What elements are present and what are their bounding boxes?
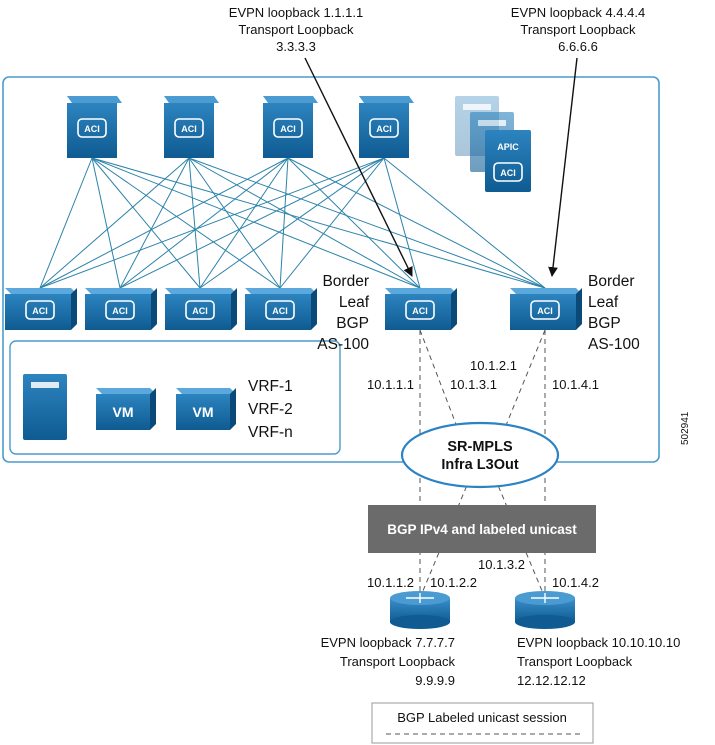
fabric-link <box>287 157 421 289</box>
fabric-link <box>39 157 93 289</box>
fabric-link <box>188 157 281 289</box>
svg-text:Transport Loopback: Transport Loopback <box>238 22 354 37</box>
sr-mpls-infra-l3out: SR-MPLS Infra L3Out <box>400 421 560 489</box>
vm-icon: VM <box>96 388 156 430</box>
fabric-link <box>91 157 421 289</box>
pointer-arrow <box>548 57 578 277</box>
svg-text:SR-MPLS: SR-MPLS <box>447 439 513 455</box>
border-leaf-switch <box>510 288 582 330</box>
legend-label: BGP Labeled unicast session <box>397 710 567 725</box>
link-ip-label: 10.1.2.2 <box>430 575 477 590</box>
fabric-link <box>91 157 201 289</box>
fabric-link <box>39 157 190 289</box>
link-ip-label: 10.1.1.1 <box>367 377 414 392</box>
fabric-link <box>199 157 289 289</box>
fabric-link <box>39 157 289 289</box>
vrf-label: VRF-1 <box>248 378 293 395</box>
svg-text:9.9.9.9: 9.9.9.9 <box>415 673 455 688</box>
fabric-link <box>279 157 289 289</box>
vm-icon: VM <box>176 388 236 430</box>
link-ip-label: 10.1.4.2 <box>552 575 599 590</box>
svg-text:12.12.12.12: 12.12.12.12 <box>517 673 586 688</box>
vm-label: VM <box>193 404 214 420</box>
legend-box: BGP Labeled unicast session <box>371 702 594 744</box>
apic-label: APIC <box>497 142 519 152</box>
link-ip-label: 10.1.3.2 <box>478 557 525 572</box>
vrf-label: VRF-n <box>248 424 293 441</box>
svg-text:EVPN loopback 7.7.7.7: EVPN loopback 7.7.7.7 <box>321 635 455 650</box>
border-leaf-right-label: Border Leaf BGP AS-100 <box>588 273 640 353</box>
right-loopback-annotation: EVPN loopback 4.4.4.4 Transport Loopback… <box>511 5 645 54</box>
external-router-icon <box>515 591 575 629</box>
fabric-link <box>119 157 385 289</box>
fabric-link <box>188 157 421 289</box>
fabric-link <box>279 157 385 289</box>
border-leaf-left-label: Border Leaf BGP AS-100 <box>317 273 369 353</box>
svg-text:EVPN loopback 10.10.10.10: EVPN loopback 10.10.10.10 <box>517 635 680 650</box>
host-group-box <box>9 340 341 455</box>
link-ip-label: 10.1.4.1 <box>552 377 599 392</box>
fabric-link <box>383 157 546 289</box>
svg-text:AS-100: AS-100 <box>317 336 369 353</box>
leaf-switch <box>85 288 157 330</box>
border-leaf-switch <box>385 288 457 330</box>
svg-text:6.6.6.6: 6.6.6.6 <box>558 39 598 54</box>
fabric-link <box>91 157 121 289</box>
spine-switch <box>67 96 122 158</box>
figure-id: 502941 <box>680 411 691 445</box>
svg-text:AS-100: AS-100 <box>588 336 640 353</box>
svg-text:BGP: BGP <box>336 315 369 332</box>
fabric-link <box>383 157 421 289</box>
fabric-link <box>91 157 281 289</box>
server-icon <box>23 374 67 440</box>
spine-switch <box>359 96 414 158</box>
svg-text:BGP: BGP <box>588 315 621 332</box>
vm-label: VM <box>113 404 134 420</box>
svg-text:EVPN loopback 4.4.4.4: EVPN loopback 4.4.4.4 <box>511 5 645 20</box>
fabric-link <box>287 157 546 289</box>
vrf-label: VRF-2 <box>248 401 293 418</box>
spine-switch <box>164 96 219 158</box>
router2-loopback-annotation: EVPN loopback 10.10.10.10 Transport Loop… <box>517 635 680 688</box>
svg-text:Transport Loopback: Transport Loopback <box>520 22 636 37</box>
svg-text:Transport Loopback: Transport Loopback <box>517 654 633 669</box>
left-loopback-annotation: EVPN loopback 1.1.1.1 Transport Loopback… <box>229 5 363 54</box>
svg-text:Infra L3Out: Infra L3Out <box>441 457 519 473</box>
apic-server: APIC <box>485 130 531 192</box>
svg-text:Transport Loopback: Transport Loopback <box>340 654 456 669</box>
svg-text:Border: Border <box>322 273 369 290</box>
fabric-link <box>91 157 546 289</box>
pointer-arrow <box>304 57 413 277</box>
spine-leaf-links <box>39 157 546 289</box>
router1-loopback-annotation: EVPN loopback 7.7.7.7 Transport Loopback… <box>321 635 456 688</box>
external-router-icon <box>390 591 450 629</box>
fabric-link <box>188 157 546 289</box>
link-ip-label: 10.1.3.1 <box>450 377 497 392</box>
svg-text:Border: Border <box>588 273 635 290</box>
border-leaf-links <box>419 329 546 441</box>
svg-text:Leaf: Leaf <box>339 294 370 311</box>
link-ip-label: 10.1.1.2 <box>367 575 414 590</box>
fabric-link <box>119 157 190 289</box>
apic-cluster: APIC <box>455 96 531 192</box>
fabric-link <box>39 157 385 289</box>
leaf-switch <box>165 288 237 330</box>
svg-text:Leaf: Leaf <box>588 294 619 311</box>
fabric-link <box>119 157 289 289</box>
leaf-switch <box>245 288 317 330</box>
bgp-ipv4-labeled-unicast-bar: BGP IPv4 and labeled unicast <box>368 505 596 553</box>
spine-switch <box>263 96 318 158</box>
svg-text:BGP IPv4 and labeled unicast: BGP IPv4 and labeled unicast <box>387 522 577 537</box>
svg-text:EVPN loopback 1.1.1.1: EVPN loopback 1.1.1.1 <box>229 5 363 20</box>
link-ip-label: 10.1.2.1 <box>470 358 517 373</box>
svg-text:3.3.3.3: 3.3.3.3 <box>276 39 316 54</box>
fabric-boundary <box>2 76 660 463</box>
fabric-link <box>199 157 385 289</box>
leaf-switch <box>5 288 77 330</box>
fabric-link <box>188 157 201 289</box>
